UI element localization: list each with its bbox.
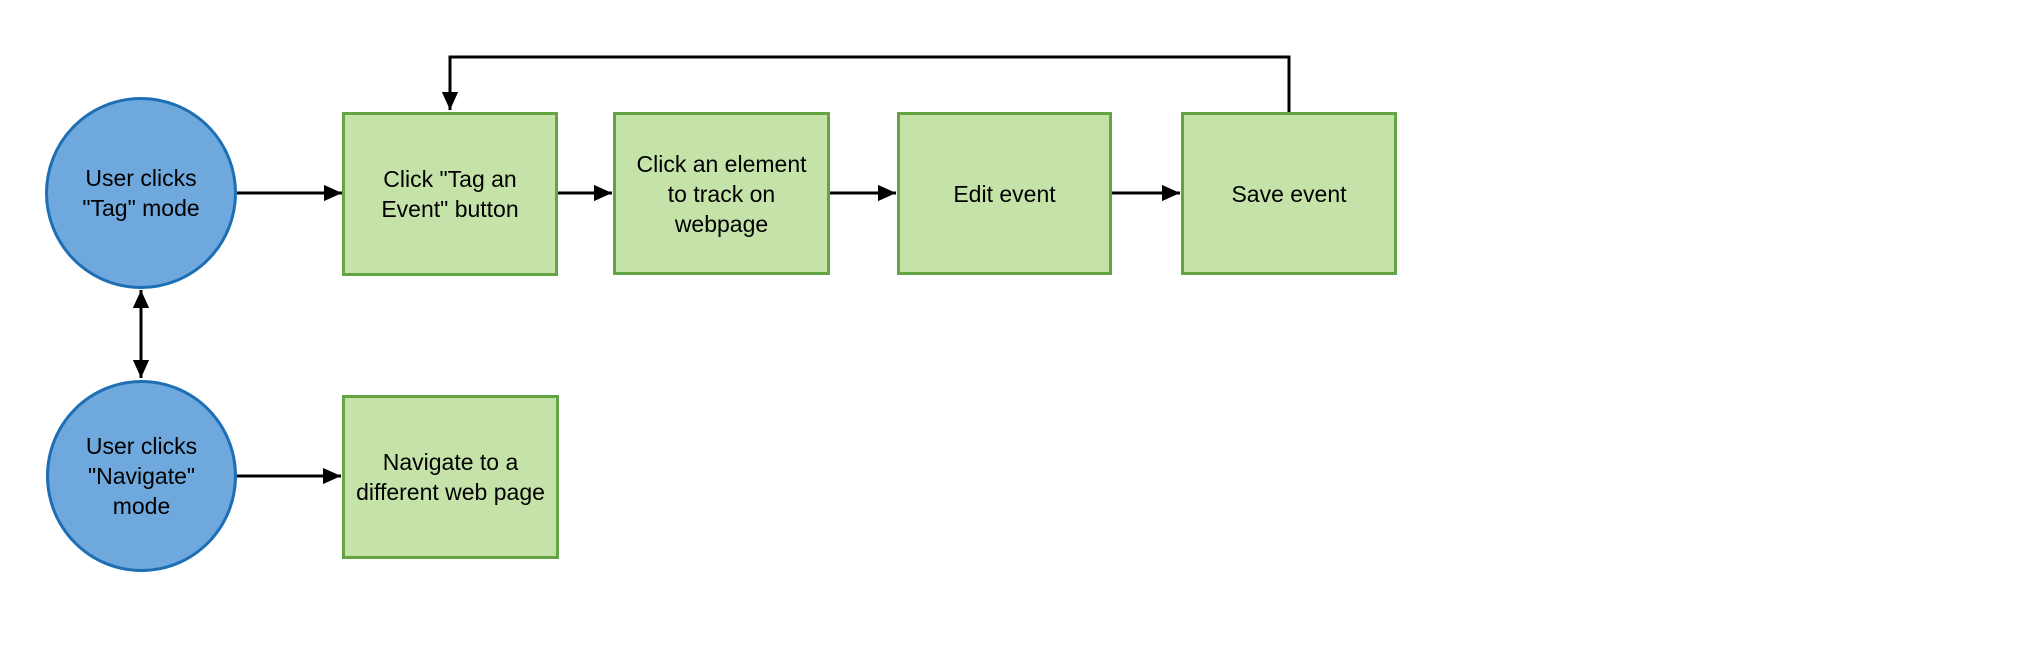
- node-save-event-label: Save event: [1231, 180, 1347, 207]
- node-click-an-element-to-track: Click an element to track on webpage: [613, 112, 830, 275]
- node-user-clicks-tag-mode-label: User clicks "Tag" mode: [82, 165, 200, 221]
- node-navigate-to-different-web-page: Navigate to a different web page: [342, 395, 559, 559]
- node-click-tag-an-event-button-label: Click "Tag an Event" button: [381, 166, 519, 222]
- node-click-tag-an-event-button: Click "Tag an Event" button: [342, 112, 558, 276]
- node-save-event: Save event: [1181, 112, 1397, 275]
- node-user-clicks-navigate-mode: User clicks "Navigate" mode: [46, 380, 237, 572]
- node-user-clicks-navigate-mode-label: User clicks "Navigate" mode: [85, 433, 198, 519]
- node-user-clicks-tag-mode: User clicks "Tag" mode: [45, 97, 237, 289]
- node-navigate-to-different-web-page-label: Navigate to a different web page: [356, 449, 545, 505]
- edge-save-event-to-click-tag-event-loop: [441, 55, 1291, 112]
- node-edit-event: Edit event: [897, 112, 1112, 275]
- node-click-an-element-to-track-label: Click an element to track on webpage: [636, 150, 807, 237]
- node-edit-event-label: Edit event: [953, 180, 1056, 207]
